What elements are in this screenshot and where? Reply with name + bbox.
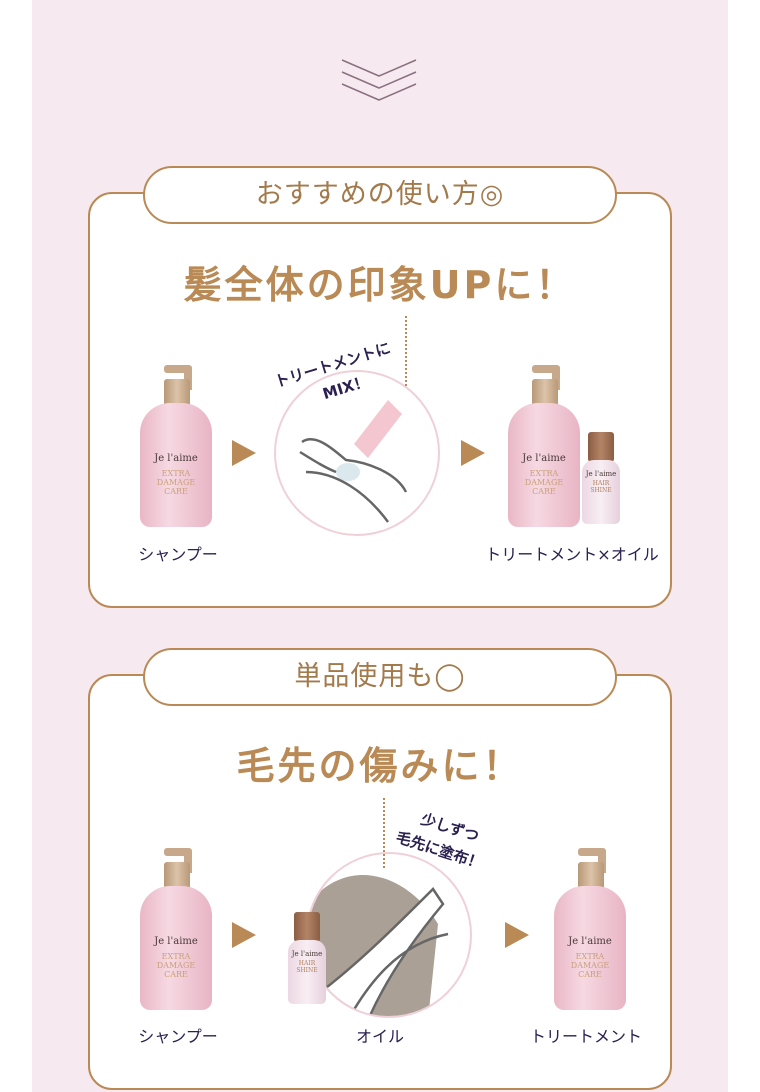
mix-illustration-circle [274, 370, 440, 536]
section-title: 毛先の傷みに！ [236, 744, 524, 788]
caption-shampoo: シャンプー [138, 1027, 218, 1046]
arrow-right-icon [505, 922, 529, 948]
caption-oil: オイル [355, 1027, 404, 1046]
caption-treatment-oil: トリートメント×オイル [485, 545, 659, 564]
dotted-line [383, 798, 385, 868]
hand-pouring-icon [299, 400, 408, 523]
arrow-right-icon [232, 440, 256, 466]
arrow-right-icon [232, 922, 256, 948]
section-label: 単品使用も◯ [143, 648, 617, 706]
section-label: おすすめの使い方◎ [143, 166, 617, 224]
apply-illustration-circle [306, 852, 472, 1018]
caption-shampoo: シャンプー [138, 545, 218, 564]
dotted-line [405, 316, 407, 386]
section-title: 髪全体の印象UPに！ [183, 263, 577, 307]
hands-applying-icon [308, 875, 449, 1016]
chevron-down-icon [341, 59, 417, 101]
arrow-right-icon [461, 440, 485, 466]
caption-treatment: トリートメント [529, 1027, 642, 1046]
